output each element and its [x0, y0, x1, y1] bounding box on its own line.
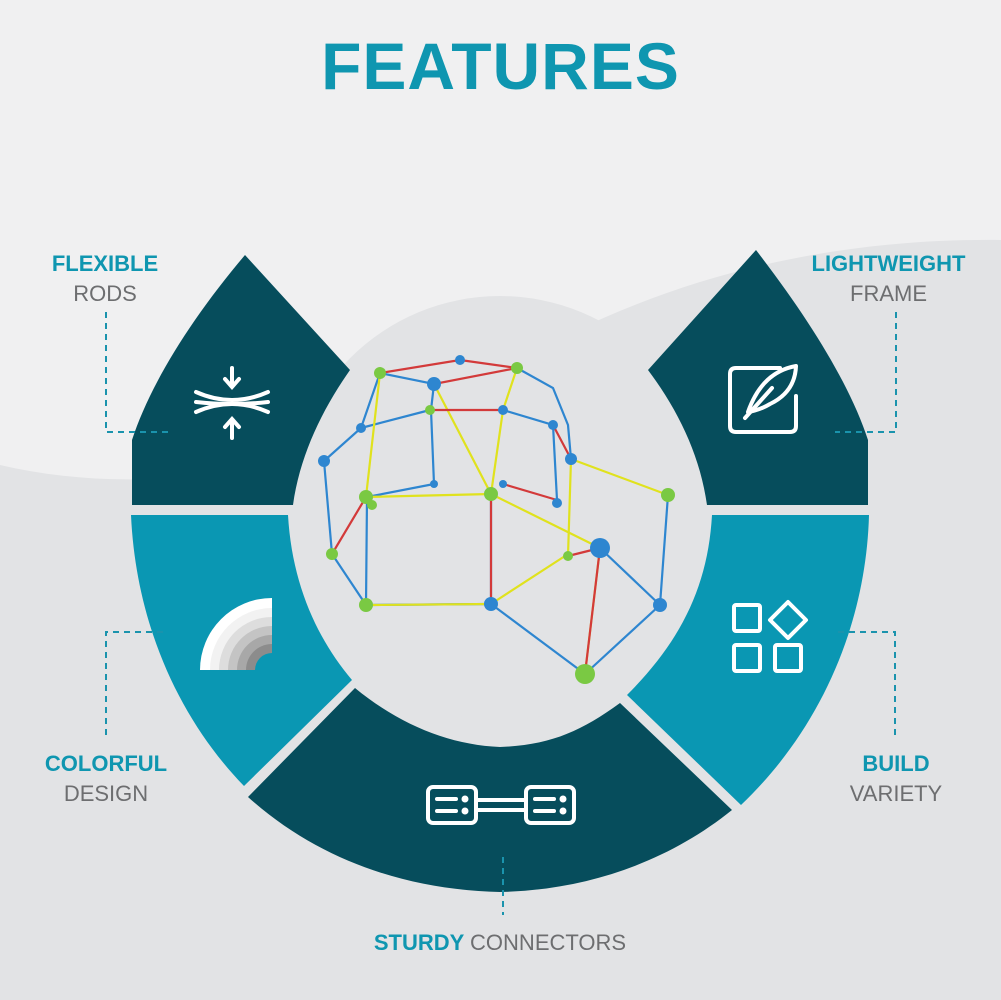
connector-balls [318, 355, 675, 684]
segment-lightweight [648, 250, 868, 505]
rainbow-icon [200, 598, 272, 670]
compress-arrows-icon [194, 366, 270, 440]
feature-label-lightweight: LIGHTWEIGHT FRAME [786, 249, 991, 309]
feature-light-text: FRAME [850, 281, 927, 306]
feature-strong-text: BUILD [862, 751, 930, 776]
segment-flexible [132, 255, 350, 505]
feature-light-text: DESIGN [63, 781, 149, 806]
feature-label-flexible: FLEXIBLE RODS [30, 249, 180, 309]
feature-strong-text: STURDY [373, 930, 471, 955]
center-disc [288, 296, 712, 720]
feature-label-sturdy: STURDY CONNECTORS [300, 928, 700, 958]
shapes-grid-icon [732, 600, 808, 673]
feature-label-colorful: COLORFUL DESIGN [26, 749, 186, 809]
fort-frame-illustration [318, 355, 675, 684]
page-title: FEATURES [321, 29, 680, 103]
segment-build [627, 515, 869, 805]
segment-sturdy [248, 688, 732, 892]
feature-light-text: VARIETY [849, 781, 943, 806]
feature-label-build: BUILD VARIETY [821, 749, 971, 809]
feature-strong-text: COLORFUL [44, 751, 168, 776]
feature-light-text: RODS [73, 281, 137, 306]
feature-strong-text: LIGHTWEIGHT [811, 251, 966, 276]
feature-strong-text: FLEXIBLE [51, 251, 159, 276]
feather-icon [728, 364, 798, 434]
leader-lines [105, 312, 897, 915]
connector-link-icon [426, 785, 576, 825]
feature-light-text: CONNECTORS [470, 930, 627, 955]
